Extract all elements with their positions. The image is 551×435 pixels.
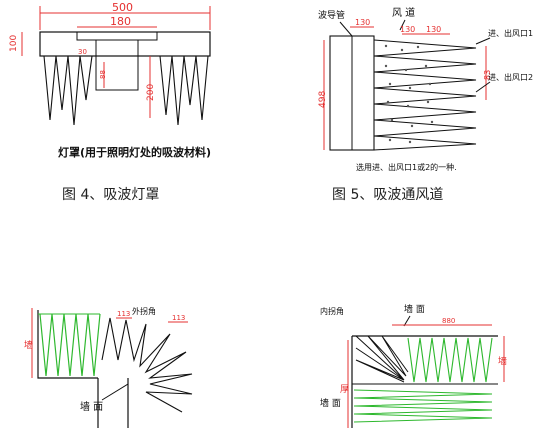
fig5-dim-130-a: 130 bbox=[400, 25, 415, 34]
fig6-wall-label: 墙 面 bbox=[80, 400, 103, 413]
fig4-dim-30: 30 bbox=[78, 48, 87, 56]
fig6-panel: 墙 外拐角 113 113 墙 面 bbox=[10, 300, 240, 431]
fig6-dim-a: 113 bbox=[117, 310, 130, 318]
fig7-drawing: 内拐角 墙 面 880 墙 厚 墙 面 bbox=[320, 303, 507, 428]
fig5-port1-label: 进、出风口1 bbox=[488, 28, 533, 38]
fig6-drawing: 墙 外拐角 113 113 墙 面 bbox=[24, 306, 193, 428]
fig4-dim-180: 180 bbox=[110, 15, 131, 28]
fig7-wall-left-label: 墙 面 bbox=[320, 397, 341, 409]
fig5-port2-label: 进、出风口2 bbox=[488, 72, 533, 82]
fig7-dim-left: 厚 bbox=[340, 384, 349, 395]
fig5-panel: 波导管 风 道 130 130 130 498 83 进、出风口1 进、出风口2 bbox=[290, 0, 551, 215]
fig4-caption: 图 4、吸波灯罩 bbox=[62, 187, 160, 203]
fig7-dim-top: 880 bbox=[442, 317, 455, 325]
fig4-dim-200: 200 bbox=[146, 84, 156, 101]
fig4-panel: 500 180 100 30 88 200 灯罩(用于照明灯处的吸波材料) 图 … bbox=[0, 0, 260, 215]
fig6-height-label: 墙 bbox=[24, 339, 33, 351]
fig5-note: 选用进、出风口1或2的一种. bbox=[356, 162, 457, 172]
fig5-dim-83: 83 bbox=[483, 70, 492, 80]
fig4-dim-100: 100 bbox=[9, 35, 19, 52]
fig4-dim-88: 88 bbox=[99, 70, 107, 79]
fig4-dim-500: 500 bbox=[112, 1, 133, 14]
fig7-wall-top-label: 墙 面 bbox=[404, 303, 425, 315]
fig7-corner-label: 内拐角 bbox=[320, 306, 344, 316]
fig5-drawing: 波导管 风 道 130 130 130 498 83 进、出风口1 进、出风口2 bbox=[318, 6, 533, 172]
fig5-dim-130-b: 130 bbox=[426, 25, 441, 34]
fig5-caption: 图 5、吸波通风道 bbox=[332, 187, 444, 203]
fig7-panel: 内拐角 墙 面 880 墙 厚 墙 面 bbox=[312, 300, 551, 431]
fig5-duct-label: 风 道 bbox=[392, 6, 415, 19]
fig6-corner-label: 外拐角 bbox=[132, 306, 156, 316]
fig4-label: 灯罩(用于照明灯处的吸波材料) bbox=[58, 145, 211, 159]
fig5-waveguide-label: 波导管 bbox=[318, 9, 345, 21]
fig4-drawing: 500 180 100 30 88 200 灯罩(用于照明灯处的吸波材料) bbox=[9, 1, 211, 159]
fig6-dim-b: 113 bbox=[172, 314, 185, 322]
fig5-dim-498: 498 bbox=[318, 91, 328, 108]
fig7-dim-right: 墙 bbox=[498, 355, 507, 367]
fig5-dim-130-top: 130 bbox=[355, 18, 370, 27]
